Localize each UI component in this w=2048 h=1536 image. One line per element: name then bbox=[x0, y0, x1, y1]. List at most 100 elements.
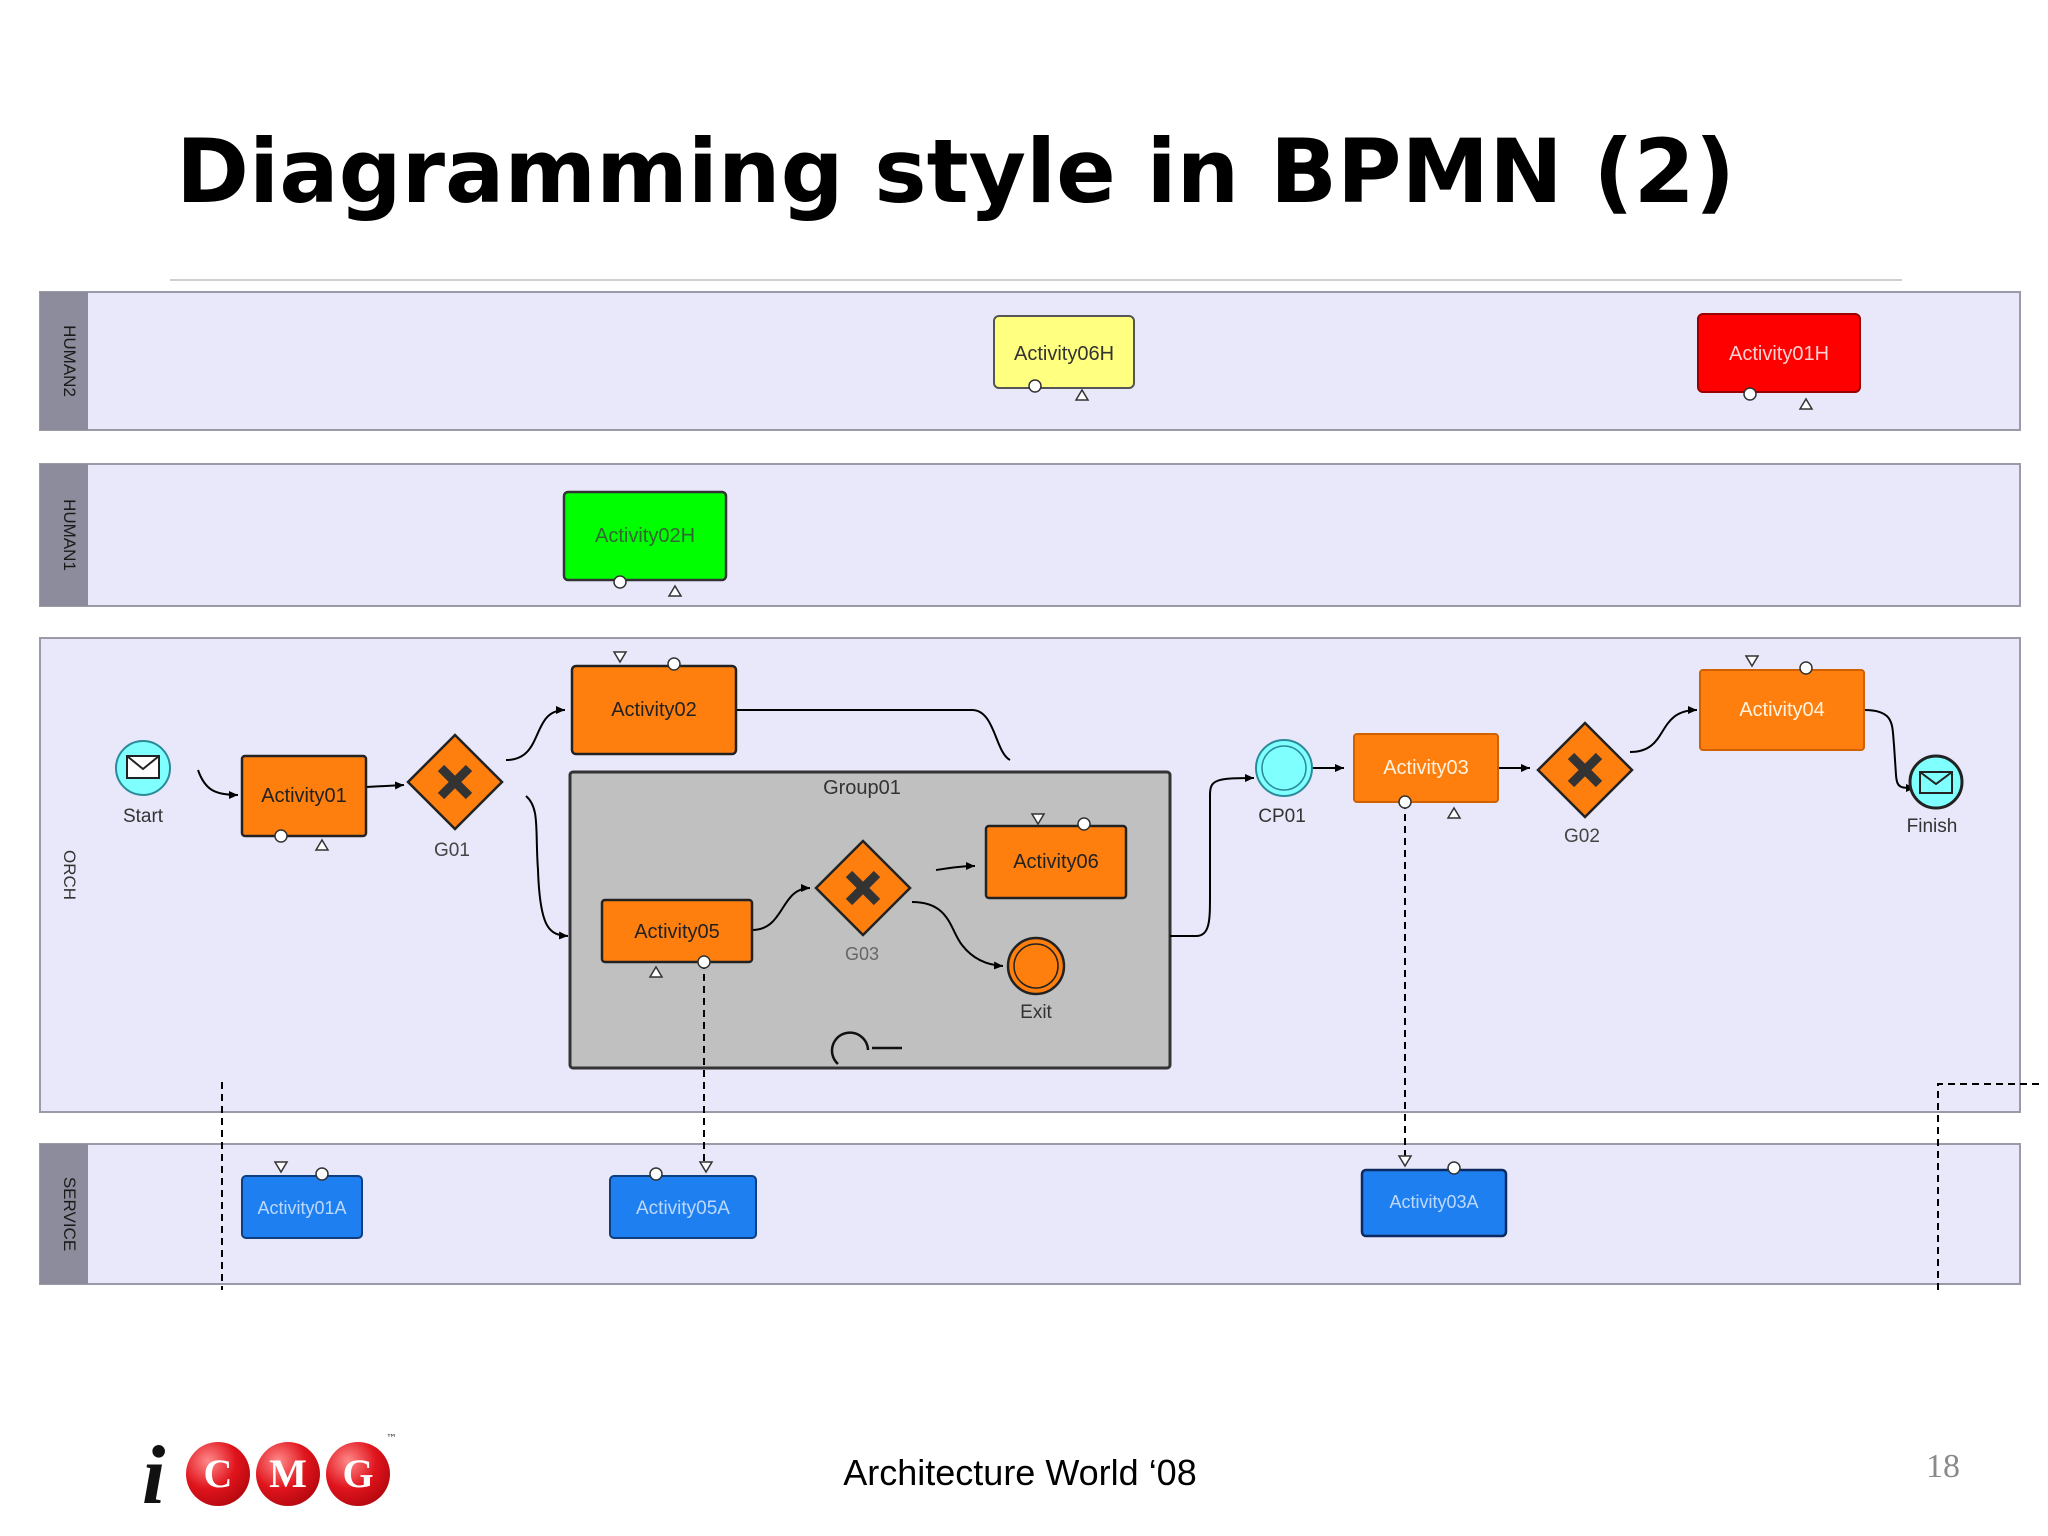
activity02h-box bbox=[562, 490, 728, 582]
activity01-marker bbox=[314, 838, 330, 851]
activity05-marker bbox=[648, 965, 664, 978]
dash-right-corner bbox=[1937, 1083, 2042, 1290]
activity06-marker bbox=[1030, 813, 1046, 826]
g02-x-icon bbox=[1567, 752, 1603, 788]
activity01-box bbox=[240, 754, 368, 838]
activity02h[interactable]: Activity02H bbox=[562, 490, 728, 597]
group01-loop-marker bbox=[830, 1031, 870, 1065]
activity04[interactable]: Activity04 bbox=[1699, 655, 1865, 751]
lane-human2-header bbox=[40, 292, 88, 430]
activity01-port bbox=[274, 829, 288, 843]
gateway-g01[interactable]: G01 bbox=[406, 733, 504, 861]
flow-g02-activity04 bbox=[1629, 706, 1698, 753]
exit-label: Exit bbox=[1020, 1002, 1052, 1023]
flow-g03-activity06 bbox=[935, 862, 976, 871]
logo-letter-i: i bbox=[142, 1429, 166, 1522]
gateway-g03[interactable]: G03 bbox=[814, 839, 912, 964]
activity06-box bbox=[984, 824, 1128, 900]
activity02-marker bbox=[612, 651, 628, 664]
flow-g03-exit bbox=[911, 901, 1004, 970]
cp01-outer-circle bbox=[1255, 739, 1313, 797]
activity05-box bbox=[600, 898, 754, 964]
activity04-label: Activity04 bbox=[1739, 699, 1825, 721]
activity06h[interactable]: Activity06H bbox=[993, 315, 1135, 401]
activity01h-label: Activity01H bbox=[1729, 343, 1829, 365]
cp01-event[interactable]: CP01 bbox=[1255, 739, 1313, 827]
activity01a-port bbox=[315, 1167, 329, 1181]
title-divider bbox=[170, 279, 1902, 281]
g03-x-icon bbox=[845, 870, 881, 906]
start-label: Start bbox=[123, 806, 164, 827]
footer-text: Architecture World ‘08 bbox=[843, 1452, 1197, 1493]
flow-g01-activity05 bbox=[525, 795, 569, 940]
lane-human1-label: HUMAN1 bbox=[60, 499, 79, 571]
activity03-port bbox=[1398, 795, 1412, 809]
gateway-g02[interactable]: G02 bbox=[1536, 721, 1634, 847]
activity06h-box bbox=[993, 315, 1135, 389]
activity03a-box bbox=[1360, 1168, 1508, 1238]
activity03a-label: Activity03A bbox=[1389, 1192, 1478, 1212]
activity06h-marker bbox=[1074, 388, 1090, 401]
activity06[interactable]: Activity06 bbox=[984, 813, 1128, 900]
activity05a[interactable]: Activity05A bbox=[609, 1161, 757, 1239]
activity04-box bbox=[1699, 669, 1865, 751]
activity04-port bbox=[1799, 661, 1813, 675]
flow-start-activity01 bbox=[197, 769, 239, 799]
exit-event[interactable]: Exit bbox=[1006, 936, 1066, 1023]
activity03a-marker bbox=[1397, 1155, 1413, 1168]
activity01-label: Activity01 bbox=[261, 785, 347, 807]
logo-ball-c: C bbox=[186, 1442, 250, 1506]
finish-event[interactable]: Finish bbox=[1907, 754, 1964, 837]
activity06h-label: Activity06H bbox=[1014, 343, 1114, 365]
slide-title: Diagramming style in BPMN (2) bbox=[176, 120, 1736, 223]
activity02h-label: Activity02H bbox=[595, 525, 695, 547]
activity06h-port bbox=[1028, 379, 1042, 393]
activity02[interactable]: Activity02 bbox=[570, 651, 738, 756]
lane-orch-label: ORCH bbox=[60, 850, 79, 900]
flow-group-cp01 bbox=[1170, 774, 1255, 937]
activity02-port bbox=[667, 657, 681, 671]
cp01-label: CP01 bbox=[1258, 806, 1306, 827]
activity03a[interactable]: Activity03A bbox=[1360, 1155, 1508, 1238]
lane-service-label: SERVICE bbox=[60, 1177, 79, 1251]
activity01h-box bbox=[1697, 313, 1861, 393]
g03-label: G03 bbox=[845, 944, 879, 964]
lane-human2-label: HUMAN2 bbox=[60, 325, 79, 397]
activity03a-port bbox=[1447, 1161, 1461, 1175]
exit-inner-circle bbox=[1013, 943, 1059, 989]
group01-label: Group01 bbox=[823, 777, 901, 799]
activity05-port bbox=[697, 955, 711, 969]
flow-activity02-right bbox=[736, 709, 1011, 761]
activity01a-label: Activity01A bbox=[257, 1198, 346, 1218]
logo-ball-g: G bbox=[326, 1442, 390, 1506]
activity06-port bbox=[1077, 817, 1091, 831]
lane-human1: HUMAN1 bbox=[39, 463, 2021, 607]
activity01h[interactable]: Activity01H bbox=[1697, 313, 1861, 410]
activity02-label: Activity02 bbox=[611, 699, 697, 721]
g01-x-icon bbox=[437, 764, 473, 800]
g02-label: G02 bbox=[1564, 826, 1600, 847]
dashed-links bbox=[221, 802, 2042, 1290]
flow-activity04-finish bbox=[1863, 709, 1916, 792]
activity02h-marker bbox=[667, 584, 683, 597]
flow-g01-activity02 bbox=[505, 706, 566, 761]
lane-service: SERVICE bbox=[39, 1143, 2021, 1285]
finish-envelope-flap bbox=[1919, 771, 1953, 786]
activity05a-box bbox=[609, 1175, 757, 1239]
activity01[interactable]: Activity01 bbox=[240, 754, 368, 851]
activity01a-marker bbox=[273, 1161, 289, 1174]
sequence-flows bbox=[197, 706, 1916, 970]
activity05a-port bbox=[649, 1167, 663, 1181]
lane-human1-body bbox=[39, 463, 2021, 607]
activity01a[interactable]: Activity01A bbox=[241, 1161, 363, 1239]
exit-outer-circle bbox=[1006, 936, 1066, 996]
cp01-inner-circle bbox=[1261, 745, 1307, 791]
activity05[interactable]: Activity05 bbox=[600, 898, 754, 978]
start-event[interactable]: Start bbox=[115, 740, 171, 827]
page-number: 18 bbox=[1926, 1448, 1960, 1485]
icmg-logo: i C M G ™ bbox=[142, 1432, 412, 1518]
flow-activity01-g01 bbox=[365, 781, 405, 790]
logo-ball-m: M bbox=[256, 1442, 320, 1506]
activity03[interactable]: Activity03 bbox=[1353, 733, 1499, 819]
activity02h-port bbox=[613, 575, 627, 589]
